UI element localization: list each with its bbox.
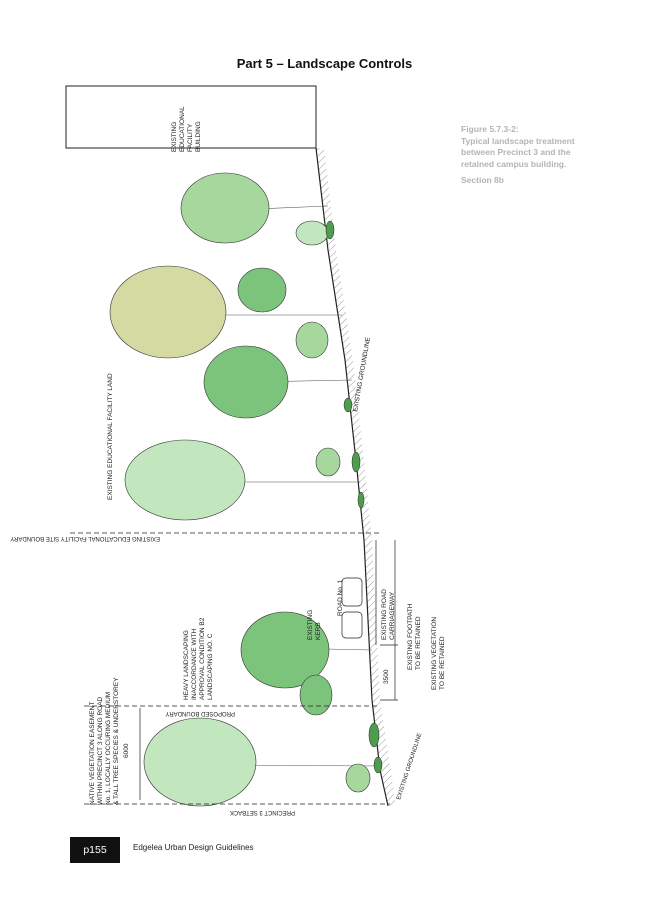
heavy-landscaping-4: LANDSCAPING NO. C <box>207 633 214 700</box>
figure-description: Typical landscape treatment between Prec… <box>461 135 575 169</box>
native-easement-3: No. 1, LOCALLY OCCURING MEDIUM <box>105 692 112 805</box>
site-boundary-label: EXISTING EDUCATIONAL FACILITY SITE BOUND… <box>10 535 160 541</box>
dim-6000-label: 6000 <box>123 743 130 758</box>
vegetation-label-2: TO BE RETAINED <box>439 636 446 690</box>
building-label-4: BUILDING <box>195 121 202 152</box>
existing-building <box>65 85 317 149</box>
trees <box>109 172 381 807</box>
proposed-boundary-label: PROPOSED BOUNDARY <box>165 710 235 716</box>
heavy-landscaping-3: APPROVAL CONDITION B2 <box>199 617 206 700</box>
footpath-label-1: EXISTING FOOTPATH <box>407 603 414 670</box>
page-number-badge: p155 <box>70 837 120 863</box>
kerb-label-1: EXISTING <box>307 610 314 640</box>
building-label-1: EXISTING <box>171 122 178 152</box>
carriageway-label-1: EXISTING ROAD <box>381 589 388 640</box>
groundline-bottom-label: EXISTING GROUNDLINE <box>396 732 423 800</box>
figure-section: Section 8b <box>461 175 504 185</box>
vegetation-label-1: EXISTING VEGETATION <box>431 617 438 690</box>
building-label-3: FACILITY <box>187 123 194 152</box>
heavy-landscaping-2: INACCORDANCE WITH <box>191 629 198 700</box>
page-title: Part 5 – Landscape Controls <box>236 56 413 71</box>
setback-label: PRECINCT 3 SETBACK <box>230 809 295 815</box>
native-easement-4: & TALL TREE SPECIES & UNDERSTOREY <box>113 677 120 805</box>
native-easement-1: NATIVE VEGETATION EASEMENT <box>89 702 96 805</box>
land-label: EXISTING EDUCATIONAL FACILITY LAND <box>107 373 114 500</box>
understorey-shrubs <box>325 220 383 774</box>
road-no-label: ROAD No. 1 <box>337 579 344 616</box>
heavy-landscaping-1: HEAVY LANDSCAPING <box>183 630 190 700</box>
figure-caption: Figure 5.7.3-2: Typical landscape treatm… <box>461 124 601 187</box>
carriageway-label-2: CARRIAGEWAY <box>389 591 396 640</box>
groundline-top-label: EXISTING GROUNDLINE <box>352 336 372 412</box>
footer-title: Edgelea Urban Design Guidelines <box>133 843 254 852</box>
building-label-2: EDUCATIONAL <box>179 106 186 152</box>
footpath-label-2: TO BE RETAINED <box>415 616 422 670</box>
dim-3500-label: 3500 <box>383 669 390 684</box>
kerb-label-2: KERB <box>315 622 322 640</box>
figure-number: Figure 5.7.3-2: <box>461 124 519 134</box>
road-elements <box>70 532 398 805</box>
native-easement-2: WITHIN PRECINCT 3 ALONG ROAD <box>97 696 104 805</box>
